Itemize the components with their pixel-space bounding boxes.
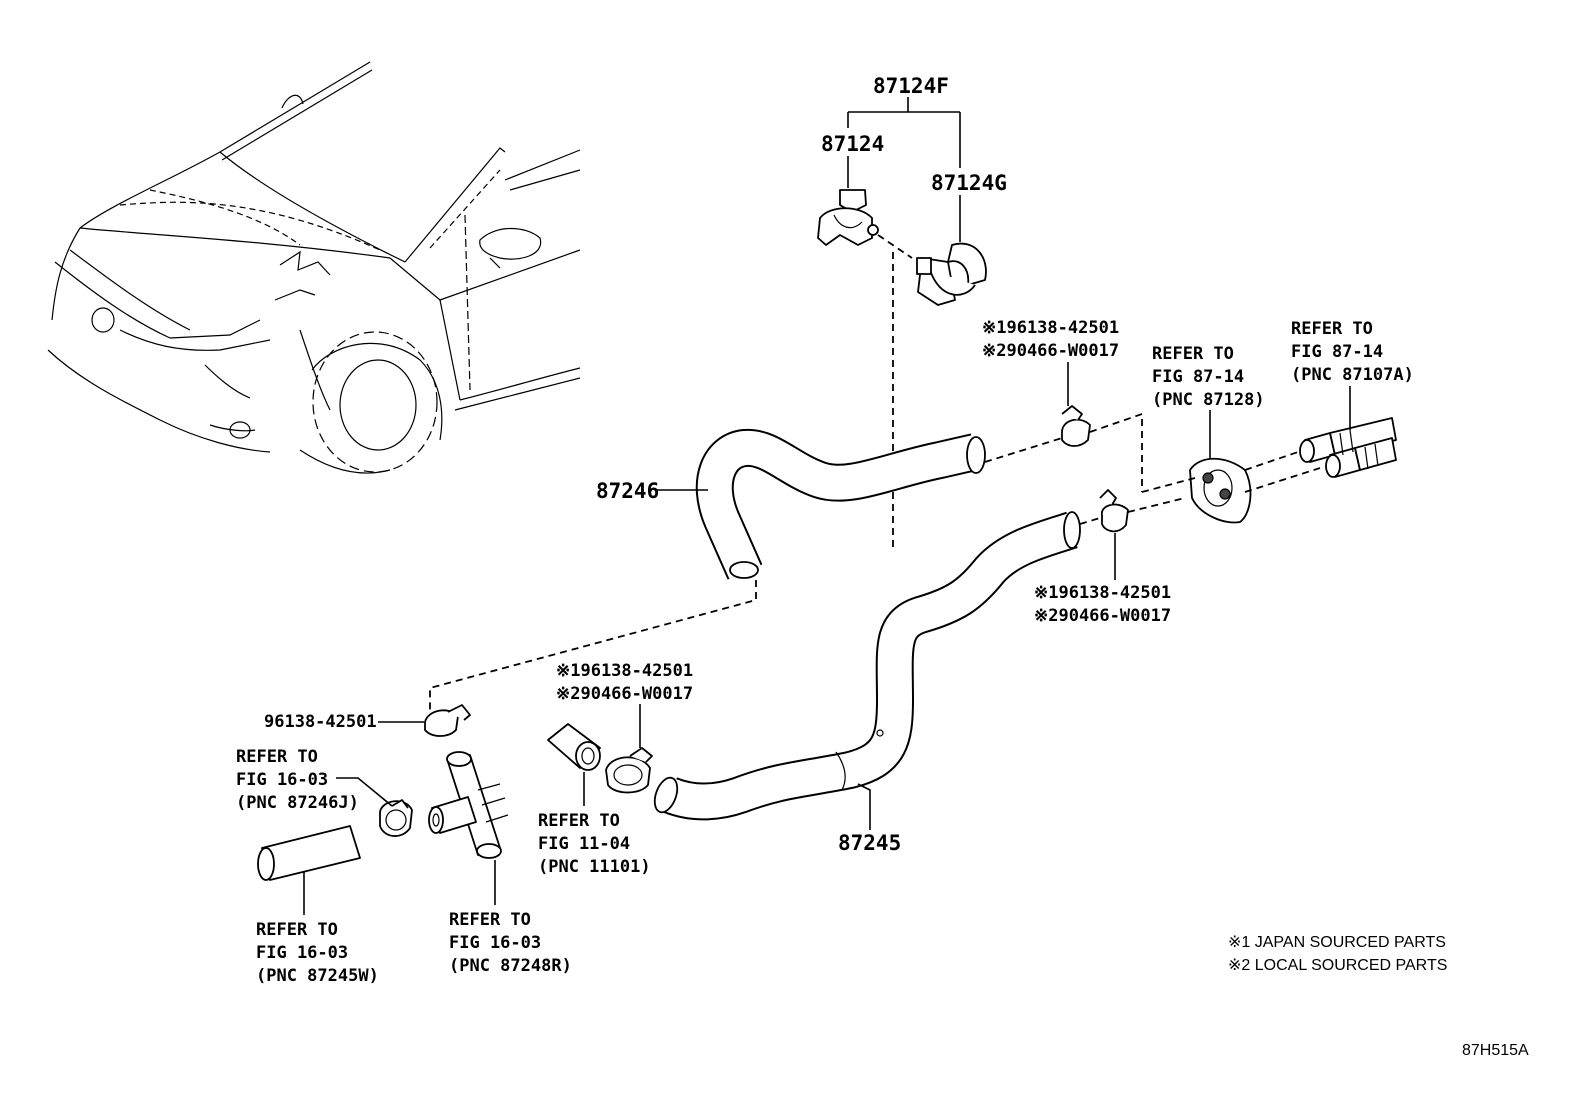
ref-87246j-line1: REFER TO	[236, 747, 318, 767]
label-87246: 87246	[596, 479, 659, 503]
ref-87128-line3: (PNC 87128)	[1152, 390, 1265, 410]
ref-87246j-line2: FIG 16-03	[236, 770, 328, 790]
hose-clamp-87246j	[379, 799, 413, 837]
hose-clamp-lower	[605, 747, 653, 794]
label-87245: 87245	[838, 831, 901, 855]
ref-87248r-line1: REFER TO	[449, 910, 531, 930]
car-illustration	[47, 61, 581, 474]
note-japan-sourced: ※1 JAPAN SOURCED PARTS	[1228, 934, 1446, 951]
leader-87124F	[847, 97, 961, 168]
label-87124G: 87124G	[931, 171, 1007, 195]
engine-outlet-pipe	[547, 723, 601, 771]
ref-87245w-line1: REFER TO	[256, 920, 338, 940]
ref-87245w-line2: FIG 16-03	[256, 943, 348, 963]
ref-87107a-line3: (PNC 87107A)	[1291, 365, 1414, 385]
hose-clamp-upper	[1061, 405, 1091, 447]
hose-clip-87124g	[916, 242, 987, 306]
hose-clamp-mid	[1099, 489, 1129, 533]
heater-pipes-87107a	[1299, 417, 1397, 478]
ref-11101-line2: FIG 11-04	[538, 834, 630, 854]
ref-11101-line3: (PNC 11101)	[538, 857, 651, 877]
clamp-ref-mid-1: ※196138-42501	[1034, 583, 1171, 603]
hose-clamp-lower-left	[424, 704, 471, 737]
ref-87107a-line1: REFER TO	[1291, 319, 1373, 339]
label-87124F: 87124F	[873, 74, 949, 98]
ref-87248r-line2: FIG 16-03	[449, 933, 541, 953]
clamp-ref-lower-1: ※196138-42501	[556, 661, 693, 681]
ref-87128-line2: FIG 87-14	[1152, 367, 1244, 387]
label-87124: 87124	[821, 132, 884, 156]
hose-87245	[653, 511, 1081, 821]
label-96138-42501: 96138-42501	[264, 712, 377, 732]
t-joint-87248r	[428, 751, 509, 859]
ref-87107a-line2: FIG 87-14	[1291, 342, 1383, 362]
ref-11101-line1: REFER TO	[538, 811, 620, 831]
clamp-ref-lower-2: ※290466-W0017	[556, 684, 693, 704]
ref-87245w-line3: (PNC 87245W)	[256, 966, 379, 986]
hose-clip-87124	[817, 189, 879, 246]
note-local-sourced: ※2 LOCAL SOURCED PARTS	[1228, 957, 1447, 974]
hose-87246	[695, 428, 986, 580]
clamp-ref-upper-1: ※196138-42501	[982, 318, 1119, 338]
clamp-ref-mid-2: ※290466-W0017	[1034, 606, 1171, 626]
ref-87248r-line3: (PNC 87248R)	[449, 956, 572, 976]
dash-clip-to-hose	[877, 234, 913, 550]
ref-87128-line1: REFER TO	[1152, 344, 1234, 364]
ref-87246j-line3: (PNC 87246J)	[236, 793, 359, 813]
hose-87245w	[257, 825, 361, 881]
diagram-code: 87H515A	[1462, 1042, 1529, 1059]
clamp-ref-upper-2: ※290466-W0017	[982, 341, 1119, 361]
grommet-87128	[1189, 457, 1252, 524]
